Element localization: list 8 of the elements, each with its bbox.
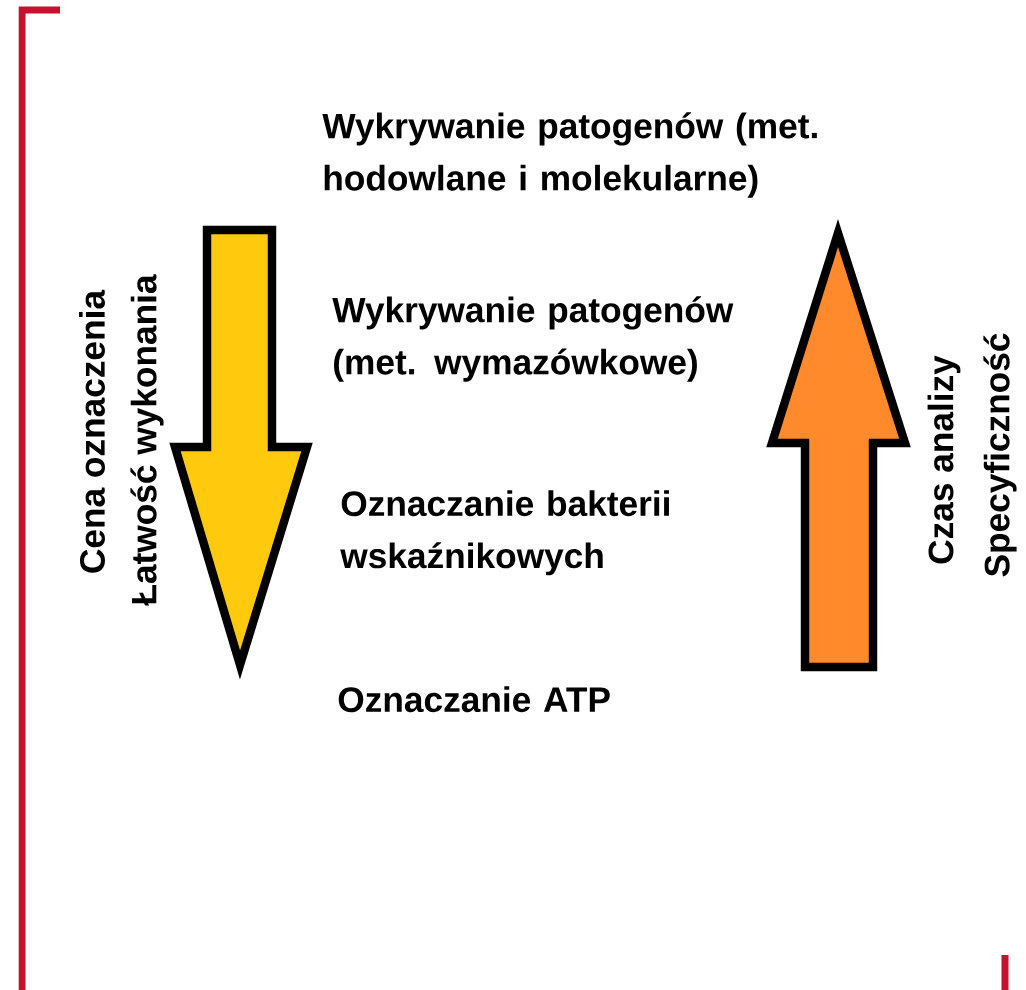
text-label: Oznaczanie bakterii wskaźnikowych	[340, 490, 669, 576]
axis-label: Czas analizy	[927, 355, 961, 564]
text-label: Wykrywanie patogenów (met. hodowlane i molekularne)	[322, 112, 817, 198]
axis-label: Specyficzność	[983, 333, 1017, 577]
axis-label: Łatwość wykonania	[130, 274, 164, 606]
text-label: Wykrywanie patogenów (met. wymazówkowe)	[332, 296, 734, 382]
text-label: Oznaczanie ATP	[338, 686, 610, 713]
axis-label: Cena oznaczenia	[79, 289, 105, 573]
